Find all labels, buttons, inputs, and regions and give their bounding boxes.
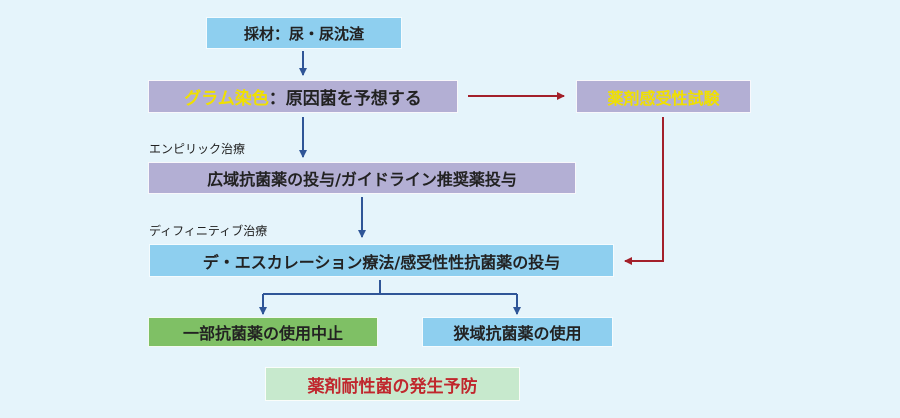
node-stop-label: 一部抗菌薬の使用中止 [182,324,343,343]
node-empiric-label: 広域抗菌薬の投与/ガイドライン推奨薬投与 [207,170,517,189]
node-specimen-label: 採材：尿・尿沈渣 [243,24,364,43]
node-resistance-prevention: 薬剤耐性菌の発生予防 [265,367,520,401]
node-narrow-spectrum: 狭域抗菌薬の使用 [422,317,613,347]
node-susceptibility-label: 薬剤感受性試験 [607,88,720,108]
side-label-definitive: ディフィニティブ治療 [149,224,268,238]
node-narrow-label: 狭域抗菌薬の使用 [453,324,582,343]
arrow-susceptibility-to-deescalation [624,117,664,265]
node-stop-antibiotics: 一部抗菌薬の使用中止 [148,317,378,347]
node-specimen: 採材：尿・尿沈渣 [206,17,402,49]
side-label-empiric: エンピリック治療 [149,142,246,156]
gram-rest-label: ：原因菌を予想する [268,89,422,109]
node-empiric-therapy: 広域抗菌薬の投与/ガイドライン推奨薬投与 [148,162,576,194]
node-prevention-label: 薬剤耐性菌の発生予防 [307,376,478,397]
node-gram-stain: グラム染色：原因菌を予想する [148,80,458,113]
node-deescalation: デ・エスカレーション療法/感受性性抗菌薬の投与 [149,244,614,277]
node-deescalation-label: デ・エスカレーション療法/感受性性抗菌薬の投与 [202,252,561,272]
node-susceptibility-test: 薬剤感受性試験 [576,80,751,113]
gram-highlight-label: グラム染色 [184,89,269,109]
